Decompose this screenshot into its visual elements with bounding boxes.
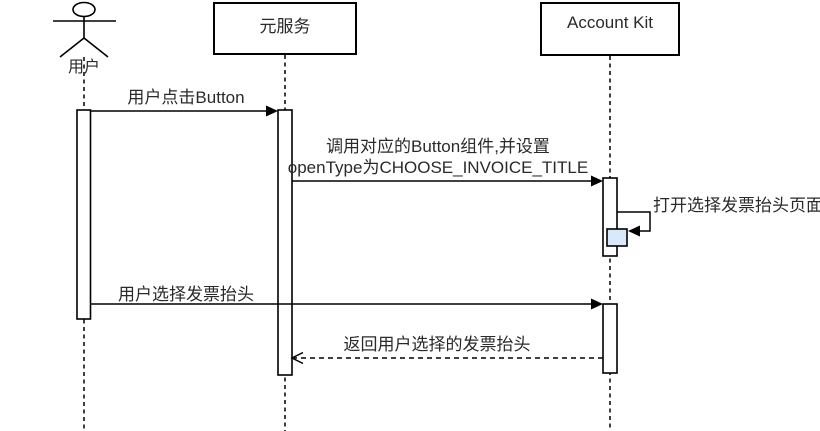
message-label-call-button-line2: openType为CHOOSE_INVOICE_TITLE — [287, 158, 589, 177]
participant-label-meta-service: 元服务 — [259, 17, 311, 36]
message-arrow-select-invoice — [90, 298, 603, 310]
message-label-user-click: 用户点击Button — [127, 88, 245, 107]
activation-bar-account-kit-2 — [602, 303, 618, 374]
message-arrow-return-invoice — [290, 351, 603, 365]
message-label-select-invoice: 用户选择发票抬头 — [118, 285, 254, 304]
message-label-call-button: 调用对应的Button组件,并设置 openType为CHOOSE_INVOIC… — [268, 136, 608, 178]
actor-label: 用户 — [67, 59, 100, 76]
message-arrow-open-invoice-page — [617, 211, 651, 237]
activation-bar-account-kit-nested — [606, 228, 628, 247]
participant-box-account-kit: Account Kit — [540, 2, 680, 56]
message-label-open-invoice-page: 打开选择发票抬头页面 — [653, 196, 820, 215]
participant-label-account-kit: Account Kit — [567, 13, 653, 32]
activation-bar-user — [76, 109, 92, 320]
participant-box-meta-service: 元服务 — [213, 2, 357, 55]
message-label-call-button-line1: 调用对应的Button组件,并设置 — [326, 137, 550, 156]
message-arrow-user-click — [90, 105, 278, 117]
activation-bar-meta-service — [277, 109, 293, 376]
message-arrow-call-button — [292, 175, 603, 187]
message-label-return-invoice: 返回用户选择的发票抬头 — [343, 335, 531, 354]
actor-icon — [53, 1, 116, 58]
